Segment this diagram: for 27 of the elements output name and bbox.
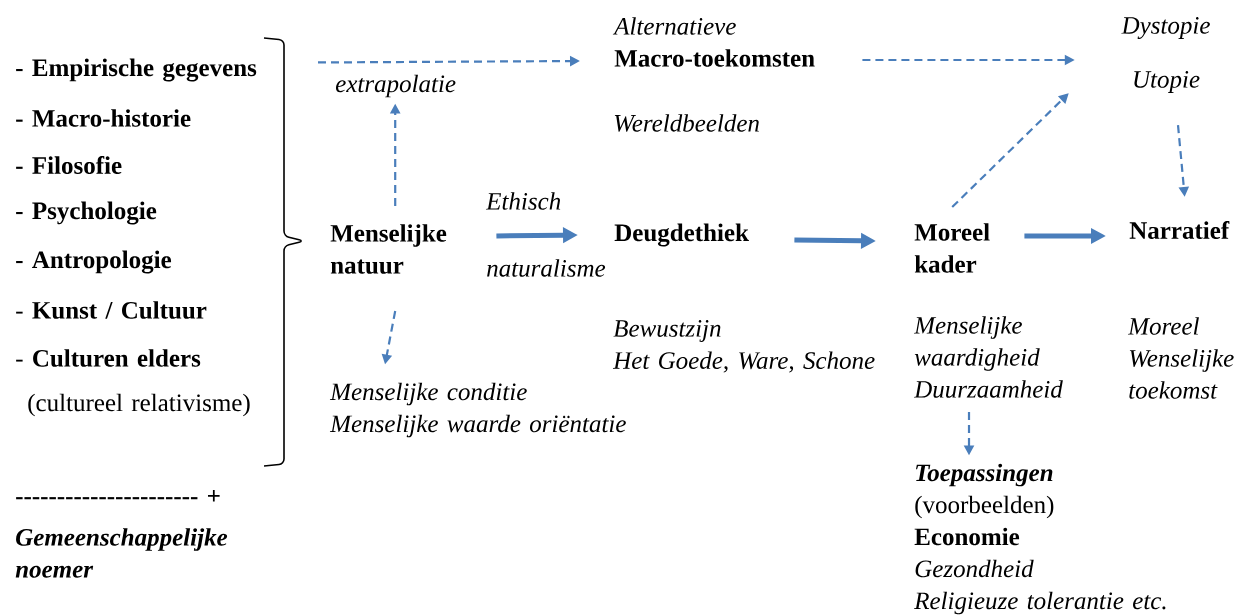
label-text: - Culturen elders xyxy=(16,349,201,367)
label-text: Bewustzijn xyxy=(613,320,721,342)
label-text: - Kunst / Cultuur xyxy=(16,301,207,319)
label-text: - Psychologie xyxy=(16,201,157,225)
diagram-text: Deugdethiek xyxy=(614,223,749,247)
diagram-text: extrapolatie xyxy=(335,74,456,98)
arrow xyxy=(951,93,1069,208)
label-text: ---------------------- + xyxy=(16,489,220,502)
diagram-text: Dystopie Utopie xyxy=(1121,17,1210,93)
label-text: Wereldbeelden xyxy=(614,114,759,132)
label-text: - Filosofie xyxy=(16,156,122,174)
label-text: - Macro-historie xyxy=(16,109,191,127)
diagram-text: Moreel kader xyxy=(914,223,990,273)
diagram-text: Menselijke conditie Menselijke waarde oriëntatie xyxy=(329,382,626,438)
label-text: Het Goede, Ware, Schone xyxy=(612,351,875,373)
diagram-text: Toepassingen (voorbeelden) Economie Gezondheid Religieuze tolerantie etc. xyxy=(914,463,1166,615)
label-text: Moreel Wenselijke toekomst xyxy=(1127,317,1234,399)
label-text: (cultureel relativisme) xyxy=(28,393,250,417)
label-text: naturalisme xyxy=(487,259,606,277)
label-text: - Empirische gegevens xyxy=(16,58,257,82)
label-text: - Antropologie xyxy=(16,250,172,274)
label-text: Gemeenschappelijke noemer xyxy=(15,528,228,578)
diagram-text: Menselijke natuur xyxy=(330,224,447,274)
diagram-text: Narratief xyxy=(1129,221,1230,239)
diagram-text: Alternatieve Macro-toekomsten xyxy=(612,17,815,67)
label-text: Ethisch xyxy=(485,192,561,210)
diagram-text: Menselijke waardigheid Duurzaamheid xyxy=(913,316,1063,398)
